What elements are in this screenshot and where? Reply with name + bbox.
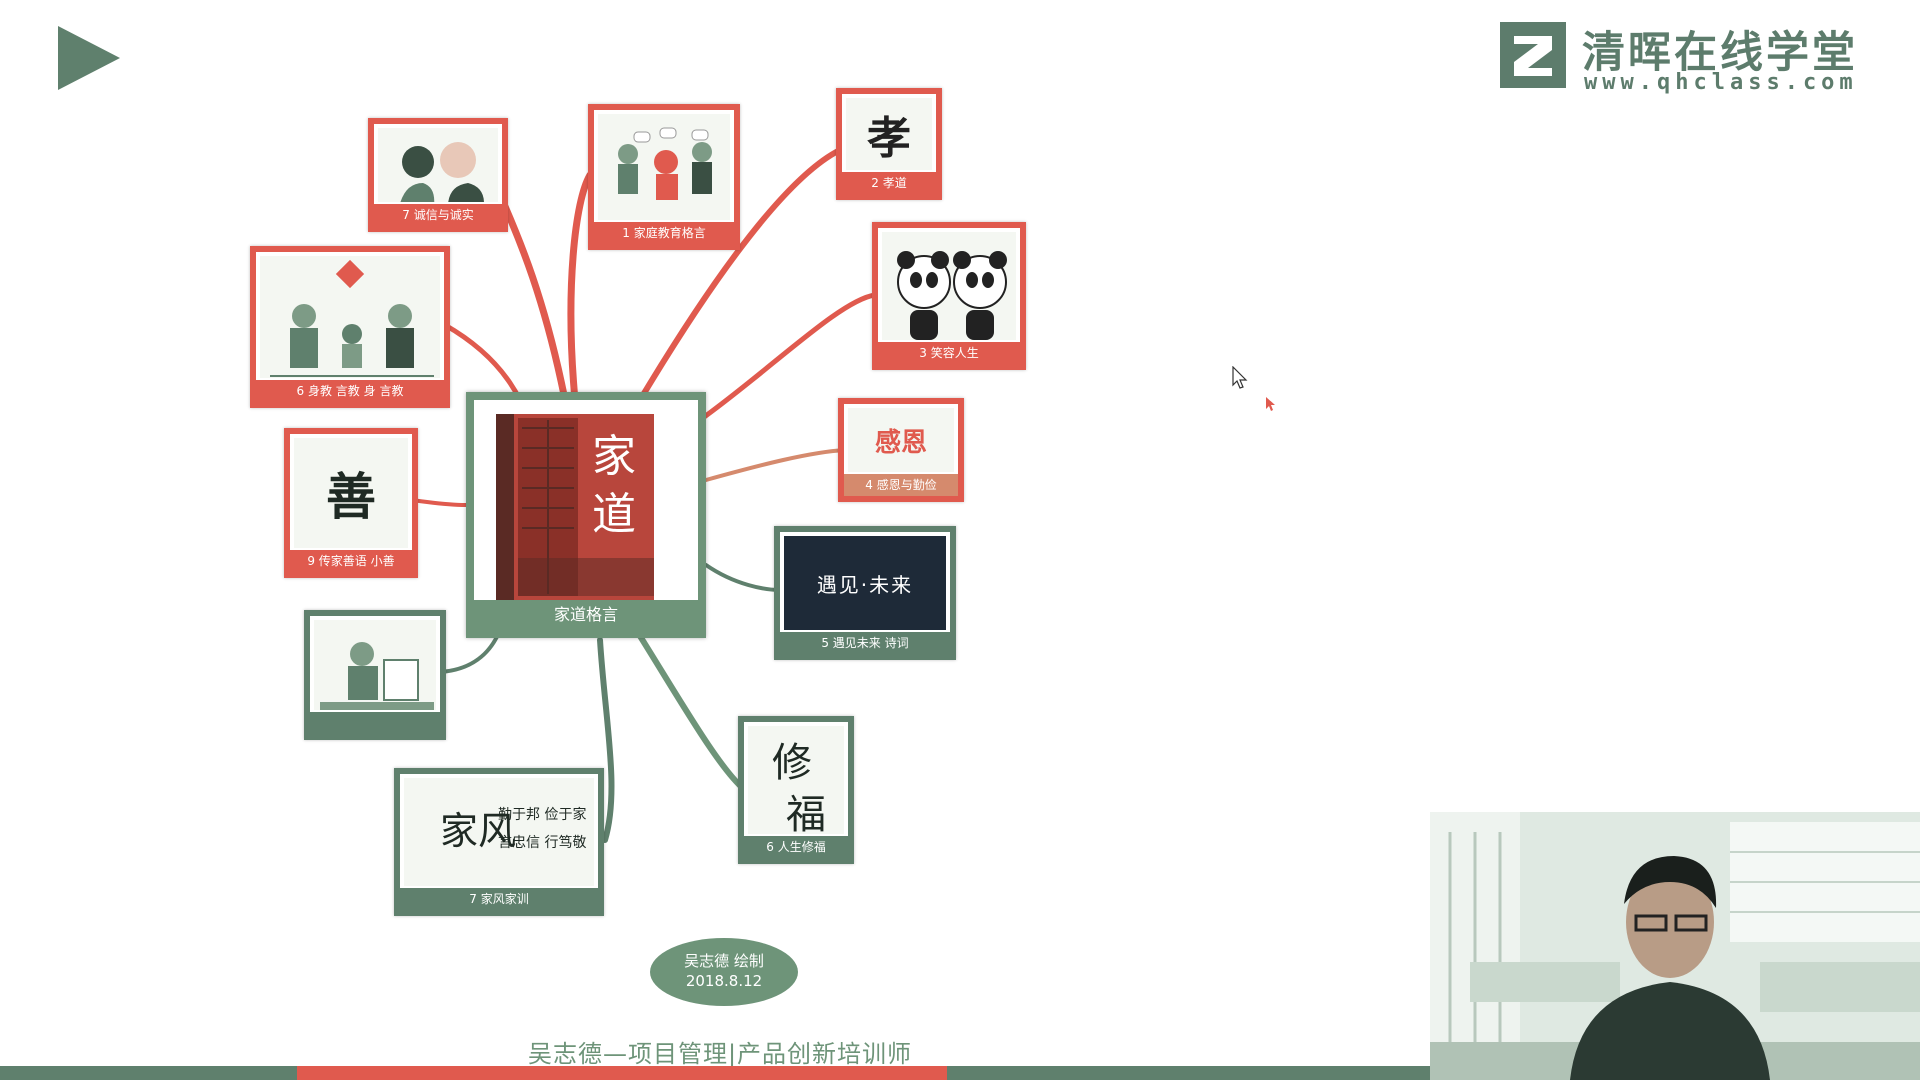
- xiao-char: 孝: [867, 113, 911, 164]
- node-caption: 4 感恩与勤俭: [844, 474, 958, 496]
- center-node-family-way[interactable]: 家 道 家道格言: [466, 392, 706, 638]
- node-caption: 3 笑容人生: [878, 342, 1020, 364]
- center-caption: 家道格言: [474, 600, 698, 630]
- node-smile-life[interactable]: 3 笑容人生: [872, 222, 1026, 370]
- node-caption: 7 诚信与诚实: [374, 204, 502, 226]
- node-caption: 9 传家善语 小善: [290, 550, 412, 572]
- gratitude-graphic: 感恩: [848, 408, 954, 472]
- handshake-illustration: [378, 128, 498, 202]
- book-title-char-1: 家: [592, 431, 636, 482]
- reading-illustration: [314, 620, 436, 710]
- node-caption: 5 遇见未来 诗词: [780, 632, 950, 654]
- node-filial-piety[interactable]: 孝 2 孝道: [836, 88, 942, 200]
- node-family-tradition[interactable]: 家风 勤于邦 俭于家 言忠信 行笃敬 7 家风家训: [394, 768, 604, 916]
- book-cover: 家 道: [482, 408, 690, 600]
- play-icon[interactable]: [58, 26, 120, 90]
- meet-future-text: 遇见·未来: [816, 572, 914, 597]
- family-scene-illustration: [260, 256, 440, 378]
- presenter-webcam: [1430, 812, 1920, 1080]
- calligraphy-xiufu: 修 福: [748, 726, 844, 834]
- author-badge: 吴志德 绘制 2018.8.12: [650, 938, 798, 1006]
- jiafeng-line-1: 勤于邦 俭于家: [498, 807, 587, 823]
- node-caption: 6 身教 言教 身 言教: [256, 380, 444, 402]
- jiafeng-graphic: 家风 勤于邦 俭于家 言忠信 行笃敬: [404, 778, 594, 886]
- date-line: 2018.8.12: [685, 972, 763, 990]
- future-banner: 遇见·未来: [784, 536, 946, 630]
- brand-logo: 清晖在线学堂 www.qhclass.com: [1496, 18, 1896, 98]
- node-fortune[interactable]: 修 福 6 人生修福: [738, 716, 854, 864]
- jiafeng-line-2: 言忠信 行笃敬: [498, 835, 587, 851]
- node-reading[interactable]: 7 诚信与诚实: [304, 610, 446, 740]
- jiafeng-text: 家风: [440, 809, 517, 853]
- node-future[interactable]: 遇见·未来 5 遇见未来 诗词: [774, 526, 956, 660]
- mouse-cursor-icon: [1232, 365, 1248, 390]
- node-honesty[interactable]: 7 诚信与诚实: [368, 118, 508, 232]
- calligraphy-shan: 善: [294, 438, 408, 548]
- calligraphy-xiao: 孝: [846, 98, 932, 170]
- logo-name: 清晖在线学堂: [1582, 28, 1858, 78]
- panda-illustration: [882, 232, 1016, 340]
- pointer-marker-icon: [1265, 396, 1276, 412]
- xiu-char: 修: [772, 740, 812, 786]
- author-line: 吴志德 绘制: [684, 952, 764, 970]
- book-title-char-2: 道: [592, 489, 636, 540]
- video-progress-bar[interactable]: [0, 1066, 1430, 1080]
- fu-char: 福: [786, 792, 826, 834]
- node-caption: 7 诚信与诚实: [310, 712, 440, 734]
- presenter-title: 吴志德—项目管理|产品创新培训师: [527, 1040, 913, 1068]
- node-family-education[interactable]: 1 家庭教育格言: [588, 104, 740, 250]
- shan-char: 善: [326, 467, 376, 526]
- node-caption: 6 人生修福: [744, 836, 848, 858]
- family-illustration: [598, 114, 730, 220]
- node-caption: 7 家风家训: [400, 888, 598, 910]
- node-goodness[interactable]: 善 9 传家善语 小善: [284, 428, 418, 578]
- node-family-rules[interactable]: 6 身教 言教 身 言教: [250, 246, 450, 408]
- node-caption: 2 孝道: [842, 172, 936, 194]
- logo-mark-icon: [1500, 22, 1566, 88]
- progress-fill: [297, 1066, 947, 1080]
- ganen-text: 感恩: [874, 427, 927, 458]
- node-caption: 1 家庭教育格言: [594, 222, 734, 244]
- logo-url: www.qhclass.com: [1584, 70, 1858, 95]
- node-gratitude[interactable]: 感恩 4 感恩与勤俭: [838, 398, 964, 502]
